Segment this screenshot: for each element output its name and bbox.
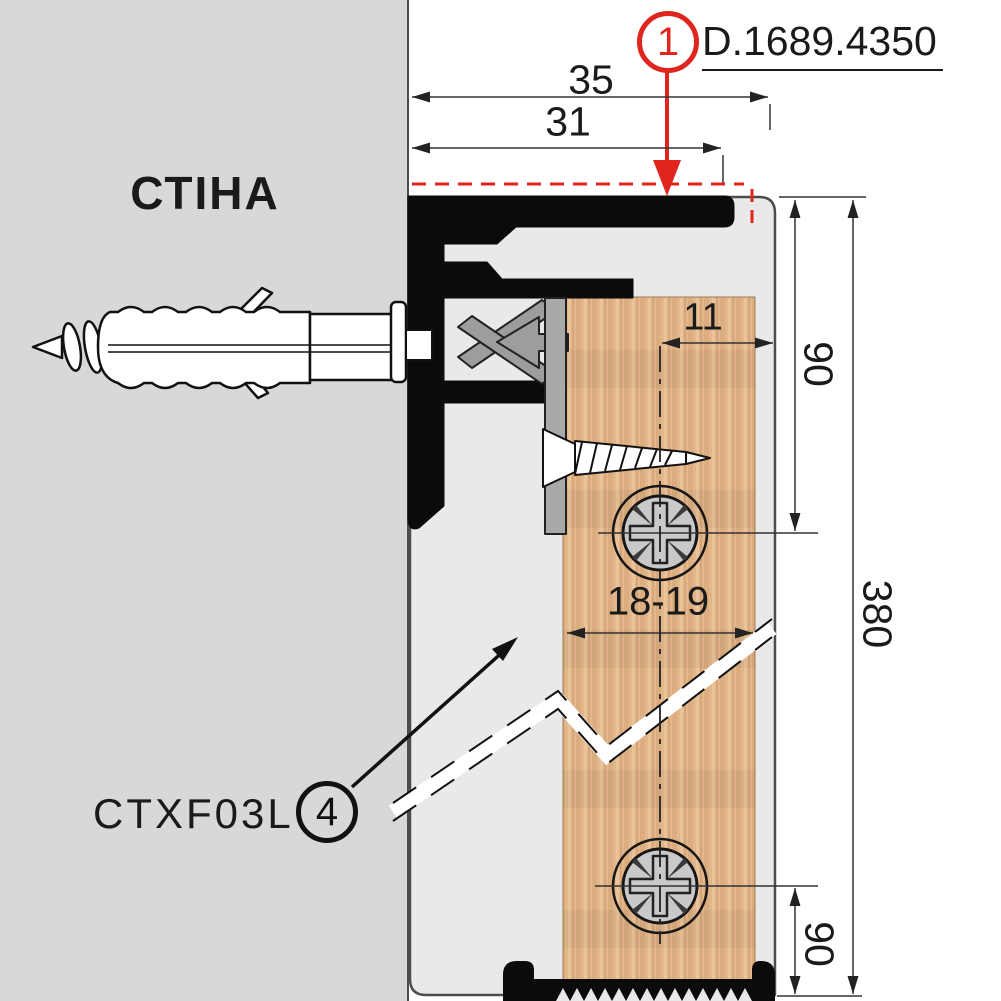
countersunk-screw: [542, 428, 711, 488]
red-reference-line: [412, 72, 754, 231]
callout-4-number: 4: [315, 789, 339, 834]
product-code-label: CTXF03L: [93, 790, 294, 837]
profile-top-flange: [409, 195, 735, 228]
wall-label: СТІНА: [130, 167, 280, 219]
dim-top-inner: 31: [545, 98, 591, 145]
break-line: [388, 618, 777, 822]
dim-top-outer: 35: [568, 56, 614, 103]
part-number-label: D.1689.4350: [702, 18, 943, 71]
panel-leader-arrow: [350, 637, 518, 789]
dim-panel-thickness: 18-19: [606, 579, 710, 624]
mounting-plate: [544, 297, 567, 535]
profile-web: [407, 195, 445, 530]
dimension-lines: [412, 96, 866, 997]
dim-top-screw-offset: 90: [795, 341, 842, 387]
wall-section: [0, 0, 409, 1001]
wall-anchor: [31, 286, 433, 400]
red-arrowhead: [653, 160, 681, 196]
bottom-profile: [503, 961, 775, 1001]
callout-1-badge: 1: [637, 11, 699, 73]
dim-panel-height: 380: [854, 579, 901, 649]
callout-4-badge: 4: [296, 781, 358, 843]
dim-edge-to-axis: 11: [683, 296, 723, 339]
dimension-arrowheads: [412, 91, 859, 994]
grip-teeth: [556, 988, 752, 1001]
dim-bottom-screw-offset: 90: [796, 921, 843, 967]
aluminium-profile: [407, 195, 735, 530]
callout-1-number: 1: [656, 19, 680, 64]
